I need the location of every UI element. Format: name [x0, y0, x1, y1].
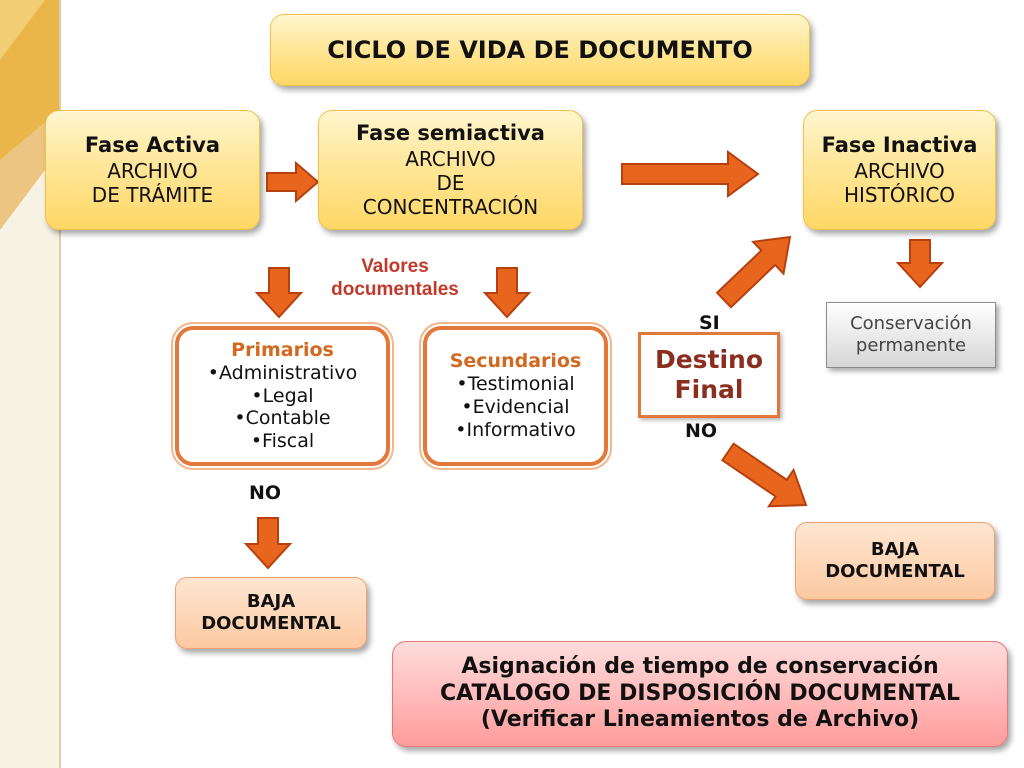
secundarios-item: •Testimonial	[456, 373, 575, 396]
page-title: CICLO DE VIDA DE DOCUMENTO	[327, 35, 753, 64]
asignacion-line: CATALOGO DE DISPOSICIÓN DOCUMENTAL	[440, 680, 960, 706]
phase-activa-heading: Fase Activa	[84, 133, 221, 158]
arrow-down-baja-left	[243, 517, 293, 570]
primarios-item: •Legal	[251, 384, 314, 407]
destino-si-label: SI	[699, 312, 720, 334]
baja-left-line: DOCUMENTAL	[201, 613, 341, 634]
valores-label-line: Valores	[361, 256, 429, 277]
primarios-item: •Fiscal	[250, 430, 315, 453]
baja-right-line: BAJA	[870, 539, 920, 561]
baja-right-line: DOCUMENTAL	[825, 561, 965, 582]
destino-final-line: Destino	[654, 345, 764, 374]
phase-inactiva-heading: Fase Inactiva	[821, 133, 978, 158]
title-box: CICLO DE VIDA DE DOCUMENTO	[270, 14, 810, 86]
phase-semiactiva-heading: Fase semiactiva	[356, 121, 545, 146]
arrow-semiactiva-to-inactiva	[621, 150, 760, 198]
phase-inactiva-line: HISTÓRICO	[843, 182, 956, 207]
phase-semiactiva-line: CONCENTRACIÓN	[362, 194, 539, 219]
secundarios-heading: Secundarios	[449, 350, 582, 373]
destino-final-line: Final	[674, 375, 744, 404]
phase-activa-line: ARCHIVO	[107, 158, 198, 183]
phase-activa-line: DE TRÁMITE	[91, 182, 214, 207]
valores-label-line: documentales	[331, 278, 459, 300]
phase-inactiva-box: Fase Inactiva ARCHIVO HISTÓRICO	[803, 110, 996, 230]
phase-inactiva-line: ARCHIVO	[854, 158, 945, 183]
phase-semiactiva-box: Fase semiactiva ARCHIVO DE CONCENTRACIÓN	[318, 110, 583, 230]
arrow-down-primarios	[254, 267, 304, 319]
arrow-si-to-inactiva	[715, 235, 792, 309]
primarios-item: •Administrativo	[207, 361, 358, 384]
arrow-down-secundarios	[482, 267, 532, 319]
primarios-no-label: NO	[249, 482, 282, 504]
secundarios-box: Secundarios •Testimonial •Evidencial •In…	[423, 326, 608, 466]
primarios-box: Primarios •Administrativo •Legal •Contab…	[175, 326, 390, 466]
destino-no-label: NO	[685, 420, 718, 442]
destino-final-box: Destino Final	[638, 332, 780, 418]
conservacion-line: permanente	[855, 335, 967, 356]
asignacion-box: Asignación de tiempo de conservación CAT…	[392, 641, 1008, 747]
baja-documental-left-box: BAJA DOCUMENTAL	[175, 577, 367, 649]
arrow-activa-to-semiactiva	[266, 160, 320, 204]
asignacion-line: Asignación de tiempo de conservación	[461, 654, 939, 680]
asignacion-line: (Verificar Lineamientos de Archivo)	[480, 707, 920, 733]
arrow-no-to-baja-right	[720, 442, 808, 508]
phase-activa-box: Fase Activa ARCHIVO DE TRÁMITE	[45, 110, 260, 230]
phase-semiactiva-line: DE	[436, 170, 465, 195]
arrow-down-conservacion	[895, 239, 945, 289]
primarios-item: •Contable	[234, 407, 331, 430]
primarios-heading: Primarios	[231, 339, 334, 361]
phase-semiactiva-line: ARCHIVO	[405, 146, 496, 171]
valores-documentales-label: Valores documentales	[305, 256, 485, 302]
baja-documental-right-box: BAJA DOCUMENTAL	[795, 522, 995, 600]
conservacion-permanente-box: Conservación permanente	[826, 302, 996, 368]
baja-left-line: BAJA	[246, 591, 296, 613]
conservacion-line: Conservación	[850, 313, 972, 335]
secundarios-item: •Informativo	[455, 418, 576, 441]
secundarios-item: •Evidencial	[461, 396, 570, 418]
